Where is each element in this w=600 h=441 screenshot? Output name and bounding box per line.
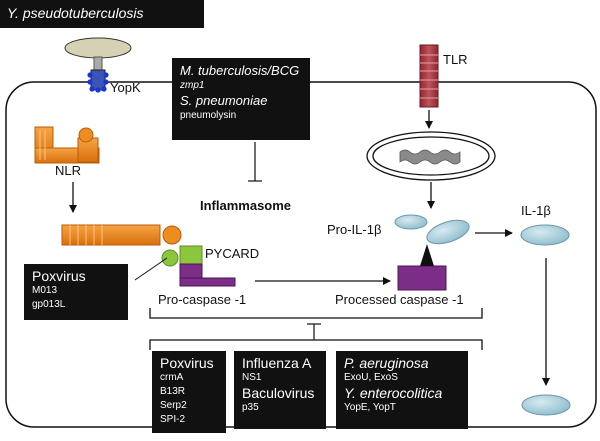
poxvirus-left-factor-2: gp013L <box>32 299 66 310</box>
caspase-bracket <box>149 308 483 319</box>
pseudomonas-organism1: P. aeruginosa <box>344 355 429 371</box>
poxvirus-left-box: Poxvirus M013 gp013L <box>24 264 128 320</box>
poxvirus-left-organism: Poxvirus <box>32 268 86 284</box>
pro-caspase-label: Pro-caspase -1 <box>158 292 247 307</box>
pro-caspase-icon <box>179 263 236 287</box>
il1b-label: IL-1β <box>521 203 551 218</box>
header-title-box: Y. pseudotuberculosis <box>0 0 204 28</box>
yopk-pore-icon <box>64 37 132 93</box>
pseudomonas-box: P. aeruginosa ExoU, ExoS Y. enterocoliti… <box>336 351 468 429</box>
inflammasome-label: Inflammasome <box>200 198 292 213</box>
poxvirus-bottom-factor-4: SPI-2 <box>160 414 186 425</box>
processed-caspase-label: Processed caspase -1 <box>335 292 464 307</box>
inhibitor-bracket <box>149 339 483 350</box>
pro-il1b-icon <box>394 214 470 266</box>
il1b-mature-icon <box>520 224 570 246</box>
processed-caspase-icon <box>397 265 447 291</box>
tlr-receptor-icon <box>419 44 439 108</box>
pseudomonas-factor1: ExoU, ExoS <box>344 372 398 383</box>
influenza-organism2: Baculovirus <box>242 385 315 401</box>
influenza-box: Influenza A NS1 Baculovirus p35 <box>234 351 326 429</box>
tlr-label: TLR <box>443 52 468 67</box>
activated-nlr-complex-icon <box>61 224 203 267</box>
poxvirus-bottom-factor-3: Serp2 <box>160 400 187 411</box>
influenza-factor2: p35 <box>242 402 259 413</box>
endosome-icon <box>366 131 496 181</box>
poxvirus-bottom-factor-1: crmA <box>160 372 184 383</box>
influenza-factor1: NS1 <box>242 372 262 383</box>
pseudomonas-factor2: YopE, YopT <box>344 402 396 413</box>
influenza-organism1: Influenza A <box>242 355 312 371</box>
mtb-organism2: S. pneumoniae <box>180 93 268 108</box>
yopk-label: YopK <box>110 80 141 95</box>
nlr-label: NLR <box>55 163 82 178</box>
poxvirus-bottom-organism: Poxvirus <box>160 355 214 371</box>
pseudomonas-organism2: Y. enterocolitica <box>344 385 443 401</box>
zmp1-inhibition-line <box>248 142 262 182</box>
pycard-label: PYCARD <box>205 246 260 261</box>
poxvirus-inhibition-line <box>134 257 168 281</box>
poxvirus-bottom-box: Poxvirus crmA B13R Serp2 SPI-2 <box>152 351 226 433</box>
pro-il1b-label: Pro-IL-1β <box>327 222 382 237</box>
il1b-secreted-icon <box>521 394 571 416</box>
mtb-factor2: pneumolysin <box>180 110 237 121</box>
mtb-factor1: zmp1 <box>180 80 205 91</box>
mtb-organism1: M. tuberculosis/BCG <box>180 63 300 78</box>
bottom-inhibition-line <box>307 323 321 340</box>
header-title: Y. pseudotuberculosis <box>7 5 144 21</box>
poxvirus-left-factor-1: M013 <box>32 285 58 296</box>
poxvirus-bottom-factor-2: B13R <box>160 386 186 397</box>
mtb-box: M. tuberculosis/BCG zmp1 S. pneumoniae p… <box>172 58 310 140</box>
nlr-protein-icon <box>34 126 100 164</box>
